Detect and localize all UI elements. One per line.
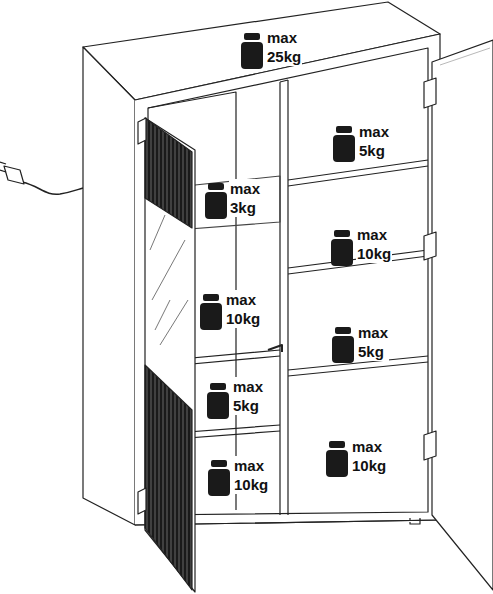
load-limit: max 10kg [225,290,261,328]
load-limit: max 10kg [351,437,387,475]
load-limit: max 10kg [233,456,269,494]
weight-icon [208,460,230,496]
weight-icon [207,383,229,419]
weight-icon [333,126,355,162]
weight-icon [200,294,222,330]
load-limit: max 5kg [232,377,264,415]
weight-icon [241,33,263,69]
load-limit: max 10kg [356,225,392,263]
weight-icon [205,183,227,219]
load-limit: max 5kg [358,122,390,160]
weight-icon [331,230,353,266]
load-limit: max 25kg [266,28,302,66]
load-limit: max 3kg [229,179,261,217]
load-limit: max 5kg [357,323,389,361]
weight-icon [332,327,354,363]
weight-icon [326,441,348,477]
weight-icons [200,33,355,496]
